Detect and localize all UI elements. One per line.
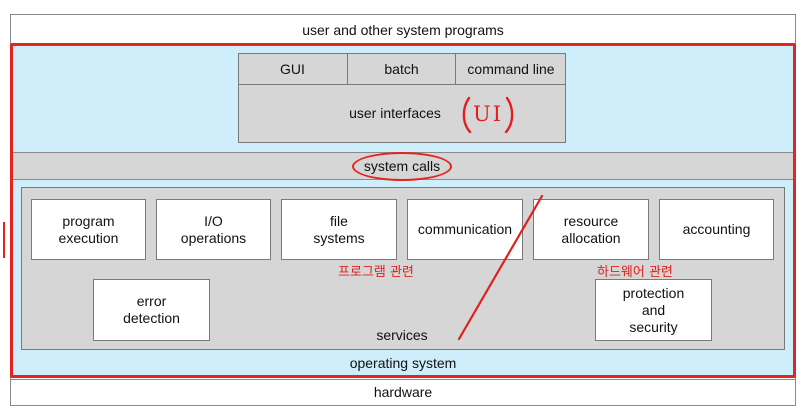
ui-tab-batch: batch — [348, 53, 456, 85]
accounting-label: accounting — [682, 221, 751, 237]
services-label: services — [376, 327, 428, 343]
system-calls-circle — [352, 152, 452, 181]
resource-allocation-label: resource allocation — [561, 212, 621, 246]
os-highlight-rectangle — [10, 43, 796, 378]
file-systems-box: file systems — [281, 199, 397, 260]
ui-tab-gui: GUI — [238, 53, 348, 85]
resource-allocation-box: resource allocation — [533, 199, 649, 260]
operating-system-label: operating system — [349, 355, 457, 371]
hardware-bar — [11, 379, 795, 405]
protection-security-box: protection and security — [595, 279, 712, 341]
hardware-label: hardware — [373, 384, 433, 400]
program-execution-label: program execution — [58, 212, 119, 246]
communication-box: communication — [407, 199, 523, 260]
file-systems-label: file systems — [313, 212, 365, 246]
left-edge-mark — [0, 222, 5, 258]
protection-security-label: protection and security — [622, 284, 685, 335]
accounting-box: accounting — [659, 199, 774, 260]
ui-tab-command-line: command line — [456, 53, 566, 85]
error-detection-label: error detection — [123, 293, 180, 326]
io-operations-label: I/O operations — [180, 212, 247, 246]
user-programs-label: user and other system programs — [302, 22, 504, 38]
communication-label: communication — [417, 221, 513, 237]
io-operations-box: I/O operations — [156, 199, 271, 260]
error-detection-box: error detection — [93, 279, 210, 341]
user-interfaces-label: user interfaces — [349, 105, 441, 121]
program-execution-box: program execution — [31, 199, 146, 260]
